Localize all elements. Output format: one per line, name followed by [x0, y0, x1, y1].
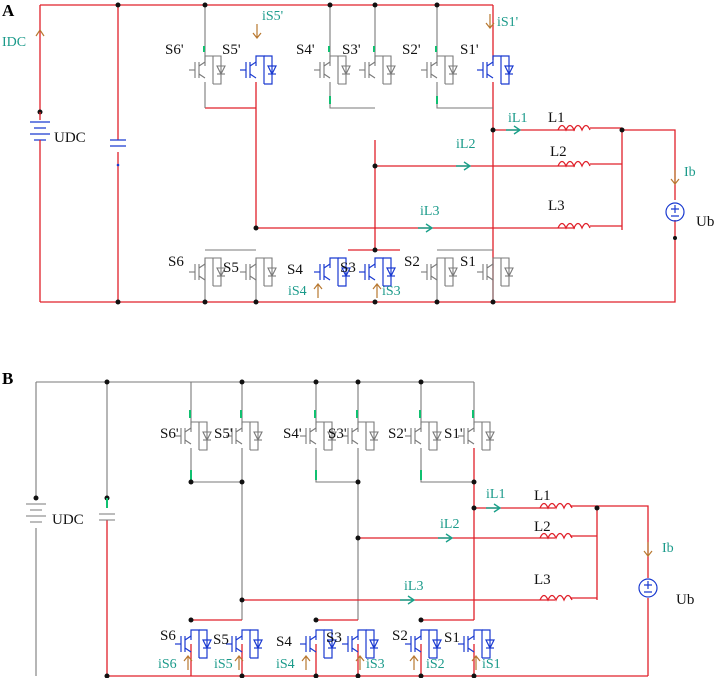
switch-b-s6 — [174, 629, 212, 659]
switch-s3p — [358, 55, 396, 85]
panel-a-top-switches: S6' S5' S4' S3' S2' S1' iS5' iS1' — [165, 9, 518, 104]
panel-a-label-s5: S5 — [223, 260, 239, 276]
panel-a-label: A — [2, 1, 15, 20]
panel-a-l1-label: L1 — [548, 110, 565, 126]
switch-s5p — [239, 55, 277, 85]
panel-a-label-s3: S3 — [340, 260, 356, 276]
panel-b-current-is2: iS2 — [426, 657, 445, 672]
panel-b-label-s6p: S6' — [160, 426, 179, 442]
panel-a-label-s6: S6 — [168, 254, 184, 270]
switch-b-s3p — [341, 421, 379, 451]
panel-b-label-s1p: S1' — [444, 426, 463, 442]
switch-s1 — [476, 257, 514, 287]
panel-a-label-s3p: S3' — [342, 42, 361, 58]
panel-a: A — [2, 1, 714, 305]
panel-b-l3-label: L3 — [534, 572, 551, 588]
panel-a-capacitor — [110, 139, 126, 167]
panel-b-filter: L1 L2 L3 iL1 iL2 iL3 — [239, 479, 600, 605]
panel-b-l2-label: L2 — [534, 519, 551, 535]
panel-b-l1-label: L1 — [534, 488, 551, 504]
panel-a-label-s1: S1 — [460, 254, 476, 270]
switch-s3 — [358, 257, 396, 287]
panel-b-current-is5: iS5 — [214, 657, 233, 672]
switch-s2 — [420, 257, 458, 287]
panel-a-label-s4p: S4' — [296, 42, 315, 58]
panel-b-current-is3: iS3 — [366, 657, 385, 672]
panel-a-ub-label: Ub — [696, 214, 714, 230]
panel-a-label-s6p: S6' — [165, 42, 184, 58]
switch-b-s1 — [457, 629, 495, 659]
panel-a-bottom-switches: S6 S5 S4 S3 S2 S1 iS4 iS3 — [168, 254, 514, 299]
switch-b-s6p — [174, 421, 212, 451]
panel-a-junctions — [115, 2, 496, 305]
panel-b-battery: Ib Ub — [638, 541, 694, 608]
panel-b-label-s5p: S5' — [214, 426, 233, 442]
panel-b-il2-label: iL2 — [440, 517, 459, 532]
panel-a-il3-label: iL3 — [420, 204, 439, 219]
switch-s2p — [420, 55, 458, 85]
switch-s4p — [313, 55, 351, 85]
panel-a-il2-label: iL2 — [456, 137, 475, 152]
panel-a-udc-label: UDC — [54, 130, 86, 146]
panel-b-bottom-switches: S6 S5 S4 S3 S2 S1 iS6 iS5 iS4 iS3 iS2 iS… — [158, 628, 501, 672]
panel-a-l3-label: L3 — [548, 198, 565, 214]
panel-a-current-is5p: iS5' — [262, 9, 283, 24]
panel-b-label: B — [2, 369, 13, 388]
panel-a-label-s2p: S2' — [402, 42, 421, 58]
panel-b-label-s4: S4 — [276, 634, 292, 650]
panel-a-label-s2: S2 — [404, 254, 420, 270]
switch-b-s3 — [341, 629, 379, 659]
panel-b-label-s2: S2 — [392, 628, 408, 644]
switch-b-s5 — [225, 629, 263, 659]
panel-a-l2-label: L2 — [550, 144, 567, 160]
panel-b: B — [2, 369, 694, 678]
switch-b-s1p — [457, 421, 495, 451]
panel-b-ib-label: Ib — [662, 541, 674, 556]
switch-b-s2 — [404, 629, 442, 659]
switch-s1p — [476, 55, 514, 85]
switch-s5 — [239, 257, 277, 287]
panel-b-current-is4: iS4 — [276, 657, 295, 672]
panel-b-label-s3: S3 — [326, 630, 342, 646]
switch-s6 — [188, 257, 226, 287]
panel-b-il3-label: iL3 — [404, 579, 423, 594]
panel-a-label-s1p: S1' — [460, 42, 479, 58]
panel-a-il1-label: iL1 — [508, 111, 527, 126]
panel-a-dc-source: UDC IDC — [2, 29, 86, 150]
panel-a-idc-label: IDC — [2, 35, 26, 50]
panel-b-capacitor — [99, 495, 115, 521]
panel-b-dc-source: UDC — [26, 495, 84, 528]
panel-a-battery: Ib Ub — [665, 165, 714, 240]
panel-b-label-s5: S5 — [213, 632, 229, 648]
panel-b-label-s1: S1 — [444, 630, 460, 646]
panel-a-ib-label: Ib — [684, 165, 696, 180]
panel-b-label-s4p: S4' — [283, 426, 302, 442]
panel-a-filter: L1 L2 L3 iL1 iL2 iL3 — [253, 110, 625, 233]
panel-b-label-s6: S6 — [160, 628, 176, 644]
panel-b-il1-label: iL1 — [486, 487, 505, 502]
switch-b-s2p — [404, 421, 442, 451]
panel-b-current-is6: iS6 — [158, 657, 177, 672]
panel-a-current-is4: iS4 — [288, 284, 307, 299]
panel-b-current-is1: iS1 — [482, 657, 501, 672]
panel-b-junctions — [104, 379, 477, 678]
panel-a-current-is1p: iS1' — [497, 15, 518, 30]
panel-b-udc-label: UDC — [52, 512, 84, 528]
panel-b-ub-label: Ub — [676, 592, 694, 608]
panel-b-label-s2p: S2' — [388, 426, 407, 442]
switch-s6p — [188, 55, 226, 85]
panel-a-current-is3: iS3 — [382, 284, 401, 299]
panel-b-label-s3p: S3' — [328, 426, 347, 442]
panel-a-label-s5p: S5' — [222, 42, 241, 58]
panel-a-label-s4: S4 — [287, 262, 303, 278]
panel-b-top-switches: S6' S5' S4' S3' S2' S1' — [160, 410, 495, 480]
